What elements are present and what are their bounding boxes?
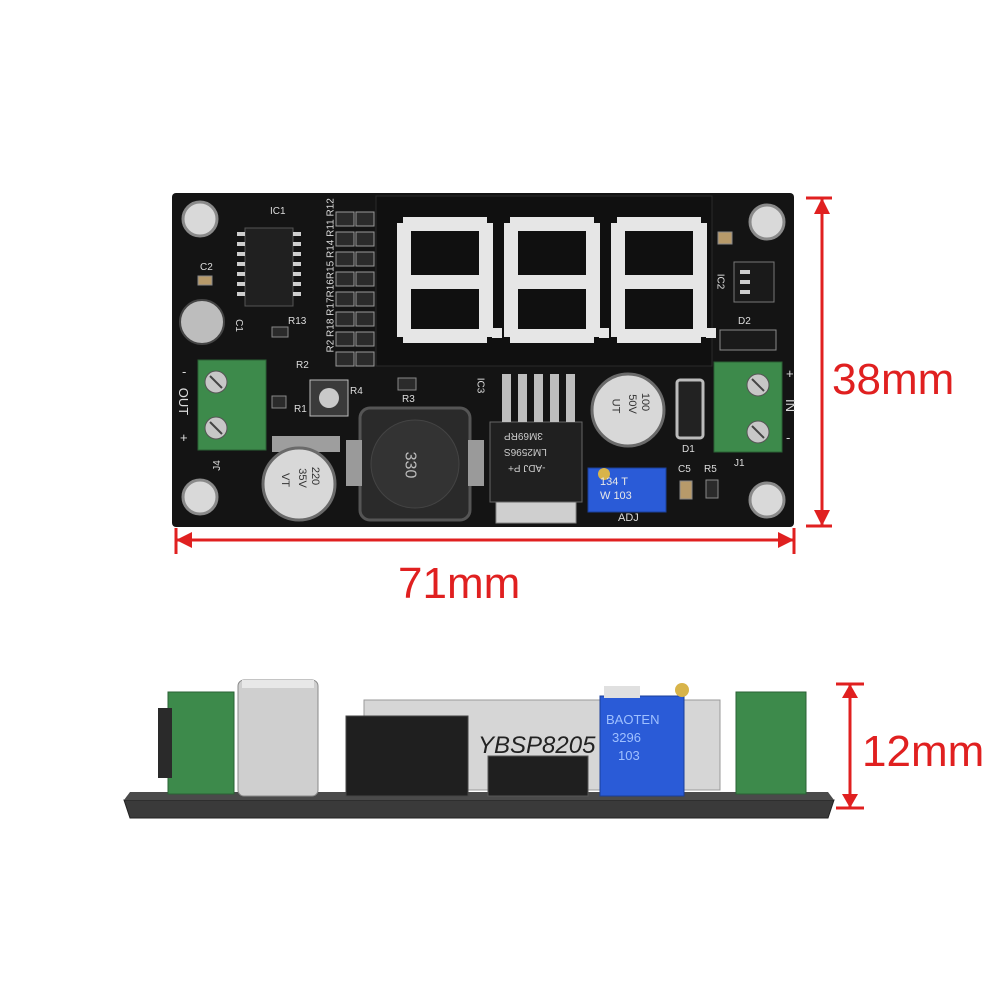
side-pot-text-1: BAOTEN bbox=[606, 712, 660, 727]
adj-label: ADJ bbox=[618, 512, 639, 524]
c5-cap bbox=[679, 480, 693, 500]
d2-diode bbox=[719, 329, 777, 351]
mounting-hole-bl bbox=[181, 478, 219, 516]
display-segments bbox=[397, 217, 707, 343]
ic2-cap bbox=[717, 231, 733, 245]
d1-diode bbox=[675, 378, 705, 440]
pcb-side bbox=[123, 799, 835, 819]
pot-label-2: W 103 bbox=[600, 490, 632, 502]
c2-cap bbox=[197, 275, 213, 286]
r2-label: R2 bbox=[296, 360, 309, 371]
r3-resistor bbox=[397, 377, 417, 391]
ic2-chip bbox=[733, 261, 775, 303]
regulator-body bbox=[489, 421, 583, 503]
out-minus-label: - bbox=[182, 364, 187, 379]
in-plus-label: + bbox=[786, 366, 794, 381]
mounting-hole-tl bbox=[181, 200, 219, 238]
regulator-pins bbox=[502, 374, 575, 422]
side-regulator bbox=[487, 755, 589, 797]
r13-resistor bbox=[271, 326, 289, 338]
pot-label-1: 134 T bbox=[600, 476, 628, 488]
r3-label: R3 bbox=[402, 394, 415, 405]
d1-label: D1 bbox=[682, 444, 695, 455]
d2-label: D2 bbox=[738, 316, 751, 327]
c5-label: C5 bbox=[678, 464, 691, 475]
height-dimension-label: 38mm bbox=[832, 355, 955, 404]
side-potentiometer[interactable] bbox=[599, 695, 685, 797]
side-in-terminal bbox=[735, 691, 807, 795]
j1-label: J1 bbox=[734, 458, 745, 469]
digit-3 bbox=[611, 217, 707, 343]
r1-resistor bbox=[271, 395, 287, 409]
mounting-hole-br bbox=[748, 481, 786, 519]
r13-label: R13 bbox=[288, 316, 307, 327]
side-pot-text-2: 3296 bbox=[612, 730, 641, 745]
out-plus-label: + bbox=[180, 430, 188, 445]
resistor-array bbox=[335, 211, 375, 367]
digit-1 bbox=[397, 217, 493, 343]
ic1-chip bbox=[244, 227, 294, 307]
r1-label: R1 bbox=[294, 404, 307, 415]
digit-2 bbox=[504, 217, 600, 343]
decimal-points bbox=[492, 328, 716, 338]
capacitor-220uf bbox=[261, 436, 340, 522]
c2-label: C2 bbox=[200, 262, 213, 273]
in-terminal-block bbox=[713, 361, 783, 453]
side-inductor bbox=[345, 715, 469, 797]
r5-label: R5 bbox=[704, 464, 717, 475]
out-terminal-block bbox=[197, 359, 267, 451]
c1-capacitor bbox=[179, 299, 225, 345]
in-minus-label: - bbox=[786, 430, 791, 445]
side-chip-text: YBSP8205 bbox=[478, 732, 596, 759]
smd-parts bbox=[197, 231, 733, 500]
ic1-label: IC1 bbox=[270, 206, 286, 217]
side-out-terminal bbox=[167, 691, 235, 795]
r5-resistor bbox=[705, 479, 719, 499]
width-dimension-label: 71mm bbox=[398, 559, 521, 608]
capacitor-100uf bbox=[590, 372, 666, 448]
ic1-pins bbox=[237, 232, 301, 296]
mounting-hole-tr bbox=[748, 203, 786, 241]
side-capacitor bbox=[237, 679, 319, 797]
mounting-holes bbox=[181, 200, 786, 519]
side-pot-text-3: 103 bbox=[618, 748, 640, 763]
side-height-dimension-label: 12mm bbox=[862, 727, 985, 776]
r4-label: R4 bbox=[350, 386, 363, 397]
